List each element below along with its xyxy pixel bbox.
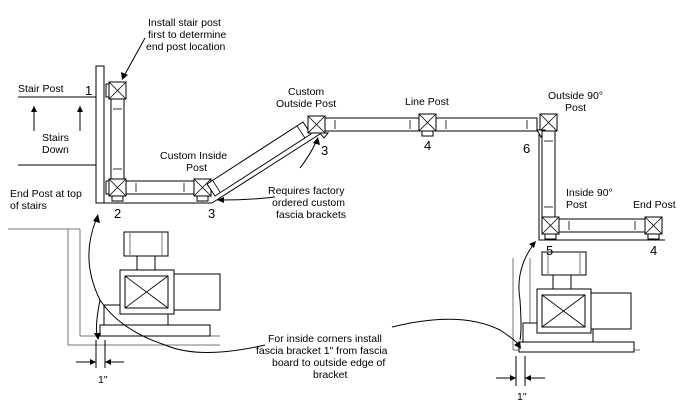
svg-text:Post: Post — [565, 102, 586, 114]
svg-text:End Post at top: End Post at top — [10, 188, 82, 200]
number-6: 6 — [523, 141, 530, 156]
leader-inside-corner-left — [88, 214, 266, 353]
outside-90-post — [536, 113, 558, 139]
dimension-right — [496, 356, 545, 386]
number-4-end: 4 — [650, 243, 657, 258]
end-post-2 — [105, 178, 127, 202]
inside-corner-detail-right — [512, 251, 640, 353]
line-post-label: Line Post — [405, 96, 449, 108]
number-2: 2 — [114, 206, 121, 221]
svg-text:bracket: bracket — [313, 369, 348, 381]
svg-text:first to determine: first to determine — [148, 29, 226, 41]
svg-text:Outside Post: Outside Post — [276, 98, 336, 110]
svg-text:Post: Post — [186, 162, 207, 174]
svg-text:Requires factory: Requires factory — [268, 185, 345, 197]
bottom-right-rail — [558, 218, 646, 233]
svg-text:Custom: Custom — [288, 86, 324, 98]
inside-corners-note: For inside corners install fascia bracke… — [256, 333, 388, 381]
vertical-stair-rail — [110, 98, 125, 180]
stair-wall-board — [95, 65, 105, 204]
right-vertical-rail — [541, 130, 556, 218]
inside-90-post — [541, 216, 560, 240]
svg-text:Down: Down — [42, 144, 69, 156]
svg-text:ordered custom: ordered custom — [272, 197, 345, 209]
custom-outside-post-label: Custom Outside Post — [276, 86, 336, 110]
line-post — [418, 113, 437, 137]
svg-text:of stairs: of stairs — [10, 200, 47, 212]
svg-text:Post: Post — [566, 199, 587, 211]
number-1: 1 — [85, 83, 92, 98]
leader-factory-brackets — [217, 137, 320, 203]
leader-install-note — [121, 37, 146, 80]
dim-left-label: 1" — [98, 374, 108, 386]
number-3-outside: 3 — [321, 143, 328, 158]
deck-fascia-outline — [104, 133, 665, 241]
diagonal-rail — [206, 121, 312, 197]
custom-outside-post — [307, 115, 330, 139]
stairs-box — [18, 96, 96, 166]
dimension-left — [76, 340, 124, 368]
stair-post-1 — [105, 81, 127, 100]
number-5: 5 — [546, 243, 553, 258]
end-post-right — [644, 216, 663, 240]
stairs-down-label: Stairs Down — [42, 132, 69, 156]
svg-text:Stairs: Stairs — [42, 132, 69, 144]
stair-post-label: Stair Post — [18, 83, 64, 95]
svg-text:Custom Inside: Custom Inside — [160, 150, 227, 162]
rail-segment-2-3 — [125, 180, 195, 195]
end-post-top-label: End Post at top of stairs — [10, 188, 82, 212]
svg-text:Inside 90°: Inside 90° — [566, 187, 613, 199]
custom-inside-post — [193, 178, 212, 202]
requires-factory-label: Requires factory ordered custom fascia b… — [268, 185, 346, 221]
number-3-inside: 3 — [208, 206, 215, 221]
svg-text:end post location: end post location — [146, 41, 226, 53]
number-4-line: 4 — [424, 138, 431, 153]
end-post-label: End Post — [633, 199, 676, 211]
svg-text:board to outside edge of: board to outside edge of — [272, 357, 385, 369]
svg-text:Install stair post: Install stair post — [148, 17, 221, 29]
custom-inside-post-label: Custom Inside Post — [160, 150, 227, 174]
svg-text:For inside corners install: For inside corners install — [268, 333, 382, 345]
leader-inside-corner-right — [391, 241, 536, 349]
svg-text:fascia bracket 1" from fascia: fascia bracket 1" from fascia — [256, 345, 388, 357]
outside-90-post-label: Outside 90° Post — [548, 90, 603, 114]
svg-text:Outside 90°: Outside 90° — [548, 90, 603, 102]
dim-right-label: 1" — [517, 391, 527, 403]
install-note: Install stair post first to determine en… — [146, 17, 226, 53]
svg-text:fascia brackets: fascia brackets — [276, 209, 346, 221]
inside-90-post-label: Inside 90° Post — [566, 187, 613, 211]
inside-corner-detail-left — [8, 228, 221, 346]
